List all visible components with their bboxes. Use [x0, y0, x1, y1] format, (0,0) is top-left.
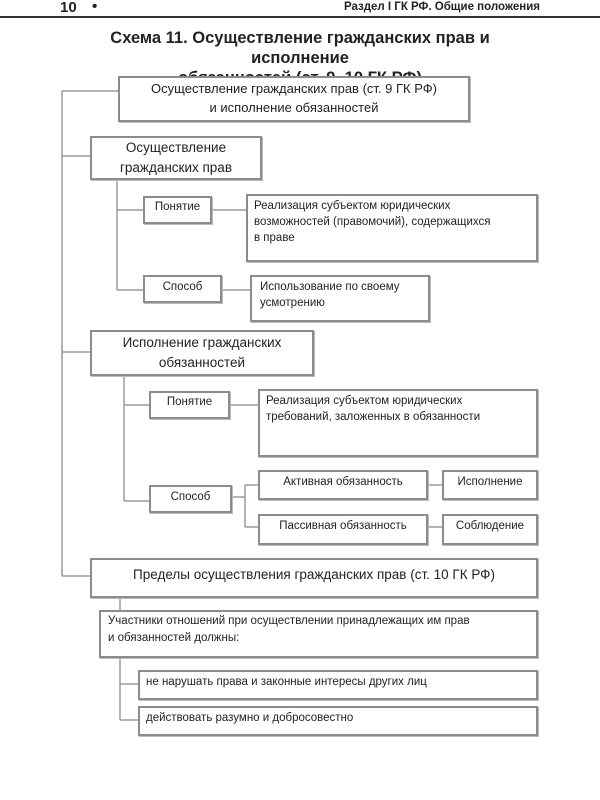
exercise-concept-label-box — [143, 196, 212, 224]
exercise-method-label: Способ — [162, 281, 203, 293]
exercise-concept-text: Реализация субъектом юридических возможн… — [254, 200, 491, 244]
passive-duty-result-box — [442, 514, 538, 545]
performance-method-label: Способ — [170, 491, 211, 503]
exercise-rights-text: Осуществление гражданских прав — [119, 140, 232, 175]
passive-duty-result-text: Соблюдение — [455, 520, 525, 532]
header-bullet: • — [92, 0, 98, 15]
active-duty-box — [258, 470, 428, 500]
active-duty-result-box — [442, 470, 538, 500]
rule-2-box — [138, 706, 538, 736]
running-head: Раздел I ГК РФ. Общие положения — [343, 1, 540, 13]
exercise-concept-box — [246, 194, 538, 262]
exercise-rights-box — [90, 136, 262, 180]
participants-text: Участники отношений при осуществлении пр… — [108, 615, 470, 644]
rule-1-text: не нарушать права и законные интересы др… — [146, 676, 427, 688]
rule-1-box — [138, 670, 538, 700]
performance-concept-box — [258, 389, 538, 457]
exercise-method-box — [250, 275, 430, 322]
performance-method-label-box — [149, 485, 232, 513]
page-number: 10 — [60, 0, 77, 16]
header-rule — [0, 16, 600, 18]
rule-2-text: действовать разумно и добросовестно — [146, 712, 354, 724]
root-text: Осуществление гражданских прав (ст. 9 ГК… — [151, 81, 437, 115]
exercise-method-label-box — [143, 275, 222, 303]
root-box — [118, 76, 470, 122]
performance-concept-text: Реализация субъектом юридических требова… — [266, 395, 481, 423]
performance-duties-box — [90, 330, 314, 376]
passive-duty-text: Пассивная обязанность — [279, 520, 407, 532]
performance-concept-label: Понятие — [166, 396, 213, 408]
limits-text: Пределы осуществления гражданских прав (… — [133, 567, 495, 582]
performance-duties-text: Исполнение гражданских обязанностей — [122, 335, 282, 370]
limits-box — [90, 558, 538, 598]
active-duty-result-text: Исполнение — [457, 476, 523, 488]
performance-concept-label-box — [149, 391, 230, 419]
exercise-method-text: Использование по своему усмотрению — [260, 281, 400, 309]
active-duty-text: Активная обязанность — [283, 476, 403, 488]
exercise-concept-label: Понятие — [154, 201, 201, 213]
participants-box — [99, 610, 538, 658]
passive-duty-box — [258, 514, 428, 545]
